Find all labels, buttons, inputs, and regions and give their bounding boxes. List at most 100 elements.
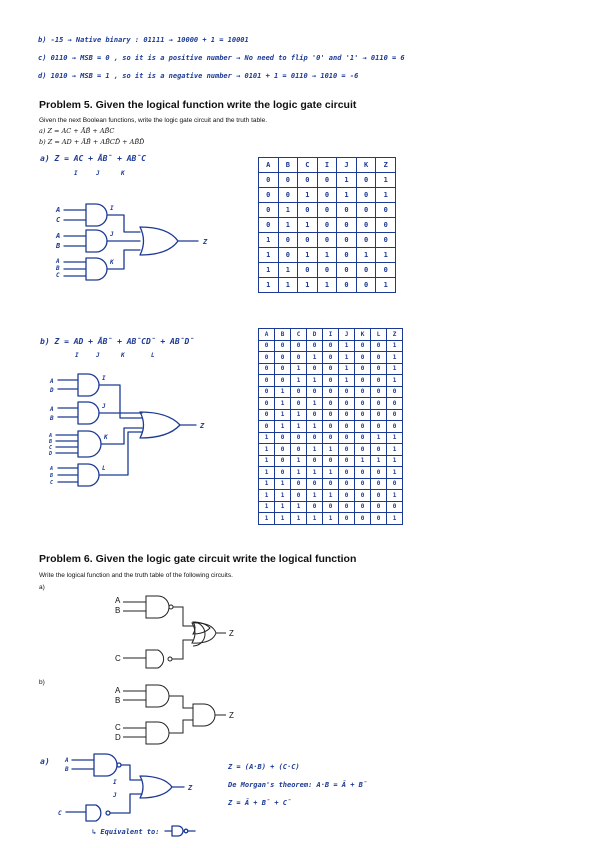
input-b-label: B <box>115 606 120 615</box>
input-label: A <box>49 406 54 413</box>
circuit-6b: A B C D Z <box>115 684 234 745</box>
problem5-instruction: Given the next Boolean functions, write … <box>39 117 267 124</box>
problem6-part-b-label: b) <box>39 679 45 686</box>
input-label: A <box>49 378 54 385</box>
input-a-label: A <box>115 686 121 695</box>
input-label: A <box>48 433 52 439</box>
input-a-label: A <box>64 757 69 764</box>
answer5b-term-l: L <box>151 352 155 359</box>
circuit-5a: A C I A B J A B C K Z <box>55 203 208 281</box>
answer6a-line2: De Morgan's theorem: A·B = Ā + B̄ <box>228 781 368 789</box>
table-cell: 1 <box>375 277 396 293</box>
input-label: C <box>50 480 53 486</box>
answer5b-term-j: J <box>96 352 100 359</box>
input-c-label: C <box>56 216 61 224</box>
problem5-func-b: b) Z = AD + ĀB̄ + AB̄CD̄ + AB̄D̄ <box>39 138 145 146</box>
input-label: D <box>48 451 52 457</box>
table-cell: 1 <box>274 512 291 525</box>
gate-j-label: J <box>109 231 114 238</box>
gate-k-label: K <box>109 259 115 266</box>
answer5a-term-j: J <box>96 170 100 177</box>
answer-b-binary: b) -15 → Native binary : 01111 → 10000 +… <box>38 36 249 44</box>
wire-i-label: I <box>113 779 117 786</box>
circuit-answer-6a: A B I J Z C <box>58 753 196 837</box>
answer6a-equivalent: ↳ Equivalent to: <box>92 828 160 836</box>
answer5b-term-k: K <box>121 352 125 359</box>
gate-i-label: I <box>110 205 114 212</box>
gate-k-label: K <box>103 434 109 441</box>
input-c3-label: C <box>56 272 60 279</box>
answer-d-binary: d) 1010 → MSB = 1 , so it is a negative … <box>38 72 359 80</box>
problem6-instruction: Write the logical function and the truth… <box>39 572 233 579</box>
answer6a-line3: Z = Ā + B̄ + C̄ <box>228 799 292 807</box>
circuit-5b: A D I A B J A B C D K A B C L Z <box>48 373 205 487</box>
answer6a-line1: Z = (A·B) + (C·C) <box>228 763 300 771</box>
table-cell: 0 <box>386 408 403 421</box>
output-z-label: Z <box>229 711 234 720</box>
input-a-label: A <box>115 596 121 605</box>
answer5b-expression: b) Z = AD + ĀB̄ + AB̄CD̄ + AB̄D̄ <box>40 337 195 346</box>
input-a2-label: A <box>55 232 60 240</box>
problem5-func-a: a) Z = AC + ĀB̄ + AB̄C <box>39 127 115 135</box>
table-cell: 1 <box>375 187 396 203</box>
table-cell: 1 <box>297 277 318 293</box>
answer5b-term-i: I <box>75 352 79 359</box>
input-label: A <box>49 466 53 472</box>
gate-l-label: L <box>102 465 106 472</box>
input-a-label: A <box>55 206 60 214</box>
input-label: B <box>49 415 54 422</box>
output-z-label: Z <box>199 422 205 430</box>
problem6-part-a-label: a) <box>39 584 45 591</box>
table-cell: 0 <box>355 277 377 293</box>
input-label: D <box>49 387 54 394</box>
input-c-label: C <box>115 723 121 732</box>
answer-c-binary: c) 0110 → MSB = 0 , so it is a positive … <box>38 54 405 62</box>
input-label: B <box>49 473 53 479</box>
gate-j-label: J <box>101 403 106 410</box>
table-cell: 1 <box>386 512 403 525</box>
table-cell: 0 <box>338 512 355 525</box>
input-b-label: B <box>64 766 69 773</box>
input-c-label: C <box>58 810 62 817</box>
gate-i-label: I <box>102 375 106 382</box>
table-cell: 1 <box>258 277 279 293</box>
answer5a-term-i: I <box>74 170 78 177</box>
input-a3-label: A <box>55 258 60 265</box>
input-b3-label: B <box>55 265 60 272</box>
problem5-heading: Problem 5. Given the logical function wr… <box>39 99 357 111</box>
table-cell: 1 <box>375 247 396 263</box>
wire-j-label: J <box>112 792 117 799</box>
input-d-label: D <box>115 733 121 742</box>
output-z-label: Z <box>229 629 234 638</box>
output-z-label: Z <box>187 784 193 792</box>
input-b-label: B <box>115 696 120 705</box>
answer5a-term-k: K <box>121 170 125 177</box>
input-label: B <box>48 439 52 445</box>
circuit-6a: A B Z C <box>115 595 234 669</box>
answer5a-expression: a) Z = AC + ĀB̄ + AB̄C <box>40 154 146 163</box>
table-cell: 1 <box>258 512 275 525</box>
problem6-heading: Problem 6. Given the logic gate circuit … <box>39 553 357 565</box>
table-cell: 1 <box>316 277 338 293</box>
input-c-label: C <box>115 654 121 663</box>
answer6a-label: a) <box>40 757 50 766</box>
output-z-label: Z <box>202 238 208 246</box>
input-b2-label: B <box>55 242 61 250</box>
